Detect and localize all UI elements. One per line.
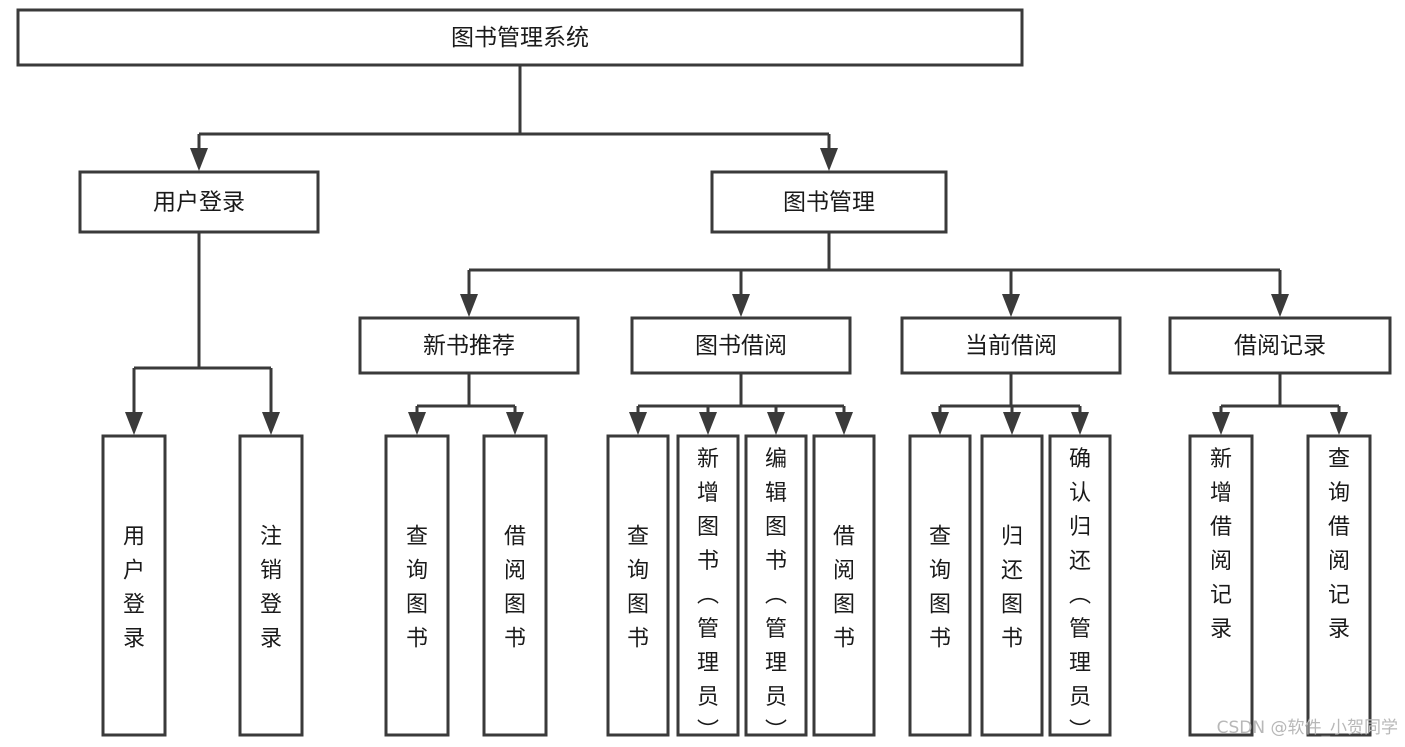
node-box-current-borrow <box>900 316 1122 375</box>
node-box-leaf-return-book <box>980 434 1044 737</box>
node-label-leaf-user-login: 用户登录 <box>123 525 145 652</box>
node-box-leaf-confirm-return <box>1048 434 1112 737</box>
node-label-leaf-add-book: 新增图书︵管理员︶ <box>697 447 719 744</box>
node-label-leaf-edit-book: 编辑图书︵管理员︶ <box>765 447 787 744</box>
node-leaf-borrow-book-1[interactable]: 借阅图书 <box>482 434 548 737</box>
node-layer: 图书管理系统用户登录图书管理新书推荐图书借阅当前借阅借阅记录用户登录注销登录查询… <box>16 8 1392 744</box>
node-root-title[interactable]: 图书管理系统 <box>16 8 1024 67</box>
csdn-watermark: CSDN @软件_小贺同学 <box>1217 718 1398 738</box>
node-leaf-query-record[interactable]: 查询借阅记录 <box>1306 434 1372 737</box>
node-box-leaf-add-record <box>1188 434 1254 737</box>
node-box-leaf-edit-book <box>744 434 808 737</box>
node-leaf-user-logout[interactable]: 注销登录 <box>238 434 304 737</box>
node-leaf-confirm-return[interactable]: 确认归还︵管理员︶ <box>1048 434 1112 744</box>
node-label-leaf-user-logout: 注销登录 <box>260 525 282 652</box>
node-box-leaf-query-book-1 <box>384 434 450 737</box>
node-label-leaf-borrow-book-2: 借阅图书 <box>833 525 855 652</box>
connector-layer <box>125 65 1348 435</box>
node-current-borrow[interactable]: 当前借阅 <box>900 316 1122 375</box>
node-label-leaf-confirm-return: 确认归还︵管理员︶ <box>1069 447 1091 744</box>
node-label-leaf-query-book-3: 查询图书 <box>929 525 951 652</box>
node-leaf-add-book[interactable]: 新增图书︵管理员︶ <box>676 434 740 744</box>
node-box-leaf-query-record <box>1306 434 1372 737</box>
node-book-management[interactable]: 图书管理 <box>710 170 948 234</box>
node-box-new-book-recommend <box>358 316 580 375</box>
node-box-leaf-borrow-book-1 <box>482 434 548 737</box>
node-box-root-title <box>16 8 1024 67</box>
node-label-root-title: 图书管理系统 <box>451 25 589 51</box>
node-box-leaf-user-login <box>101 434 167 737</box>
node-leaf-return-book[interactable]: 归还图书 <box>980 434 1044 737</box>
node-box-borrow-record <box>1168 316 1392 375</box>
node-label-user-login: 用户登录 <box>153 190 245 216</box>
node-box-user-login <box>78 170 320 234</box>
node-label-new-book-recommend: 新书推荐 <box>423 333 515 359</box>
node-box-book-borrow <box>630 316 852 375</box>
node-new-book-recommend[interactable]: 新书推荐 <box>358 316 580 375</box>
node-leaf-query-book-3[interactable]: 查询图书 <box>908 434 972 737</box>
node-box-leaf-query-book-3 <box>908 434 972 737</box>
node-borrow-record[interactable]: 借阅记录 <box>1168 316 1392 375</box>
node-label-current-borrow: 当前借阅 <box>965 333 1057 359</box>
node-label-book-management: 图书管理 <box>783 190 875 216</box>
node-leaf-query-book-2[interactable]: 查询图书 <box>606 434 670 737</box>
node-box-leaf-user-logout <box>238 434 304 737</box>
node-label-leaf-query-record: 查询借阅记录 <box>1328 447 1350 642</box>
node-label-leaf-return-book: 归还图书 <box>1001 525 1023 652</box>
node-label-book-borrow: 图书借阅 <box>695 333 787 359</box>
node-leaf-query-book-1[interactable]: 查询图书 <box>384 434 450 737</box>
node-leaf-user-login[interactable]: 用户登录 <box>101 434 167 737</box>
node-label-borrow-record: 借阅记录 <box>1234 333 1326 359</box>
node-leaf-borrow-book-2[interactable]: 借阅图书 <box>812 434 876 737</box>
node-user-login[interactable]: 用户登录 <box>78 170 320 234</box>
node-label-leaf-borrow-book-1: 借阅图书 <box>504 525 526 652</box>
node-leaf-add-record[interactable]: 新增借阅记录 <box>1188 434 1254 737</box>
node-box-leaf-query-book-2 <box>606 434 670 737</box>
node-box-book-management <box>710 170 948 234</box>
node-book-borrow[interactable]: 图书借阅 <box>630 316 852 375</box>
node-label-leaf-add-record: 新增借阅记录 <box>1210 447 1232 642</box>
node-box-leaf-borrow-book-2 <box>812 434 876 737</box>
node-label-leaf-query-book-1: 查询图书 <box>406 525 428 652</box>
node-label-leaf-query-book-2: 查询图书 <box>627 525 649 652</box>
node-box-leaf-add-book <box>676 434 740 737</box>
node-leaf-edit-book[interactable]: 编辑图书︵管理员︶ <box>744 434 808 744</box>
